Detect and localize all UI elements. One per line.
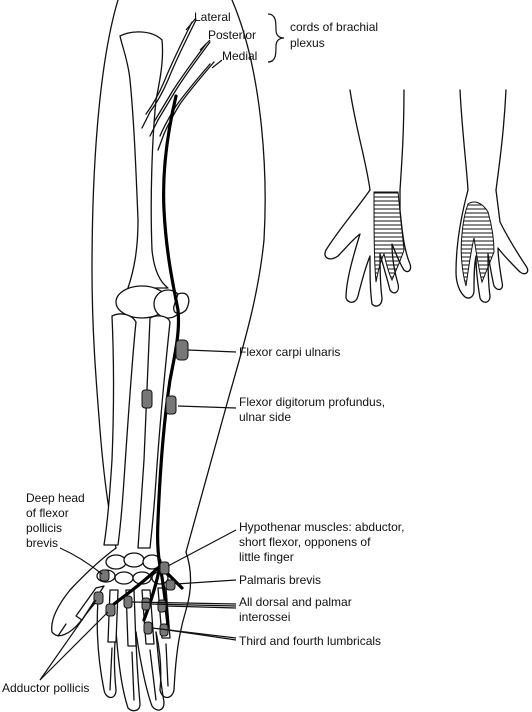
ulna-bone [137,315,171,549]
labels: Lateral Posterior Medial cords of brachi… [2,10,404,695]
fcu-muscle-marker [175,339,189,361]
adductor-pollicis-marker [93,591,116,617]
label-adductor-pollicis: Adductor pollicis [2,681,89,695]
label-interossei-line2: interossei [239,610,290,624]
label-lumbricals: Third and fourth lumbricals [239,634,381,648]
label-fcu: Flexor carpi ulnaris [239,345,340,359]
label-deep-head-line3: pollicis [26,521,62,535]
fdp-muscle-marker [141,389,177,415]
label-interossei-line1: All dorsal and palmar [239,595,352,609]
label-fdp-line2: ulnar side [239,410,291,424]
hypothenar-muscle-marker [159,561,170,575]
label-deep-head-line2: of flexor [26,506,69,520]
label-deep-head-line4: brevis [26,536,58,550]
dorsal-hand-sensory [455,89,529,303]
muscle-markers [93,339,189,637]
pointer-lines [39,13,285,681]
radius-bone [103,313,137,546]
label-lateral: Lateral [194,10,231,24]
ulnar-nerve [112,94,184,628]
label-posterior: Posterior [208,28,256,42]
lumbrical-markers [143,621,169,637]
elbow-joint [115,285,190,319]
label-palmaris-brevis: Palmaris brevis [239,573,321,587]
label-deep-head-line1: Deep head [26,491,85,505]
palmar-hand-sensory [324,89,412,307]
phalanges [57,623,169,701]
deep-head-fpb-marker [99,569,110,582]
label-cords-line1: cords of brachial [290,20,378,34]
label-fdp-line1: Flexor digitorum profundus, [239,395,385,409]
label-hypothenar-line2: short flexor, opponens of [239,535,371,549]
arm-outline [91,0,266,553]
label-hypothenar-line3: little finger [239,550,294,564]
label-cords-line2: plexus [290,36,325,50]
palmaris-brevis-marker [165,579,176,591]
label-hypothenar-line1: Hypothenar muscles: abductor, [239,520,404,534]
humerus-bone [119,31,169,289]
label-medial: Medial [222,49,257,63]
brachial-plexus-cords [141,19,215,151]
